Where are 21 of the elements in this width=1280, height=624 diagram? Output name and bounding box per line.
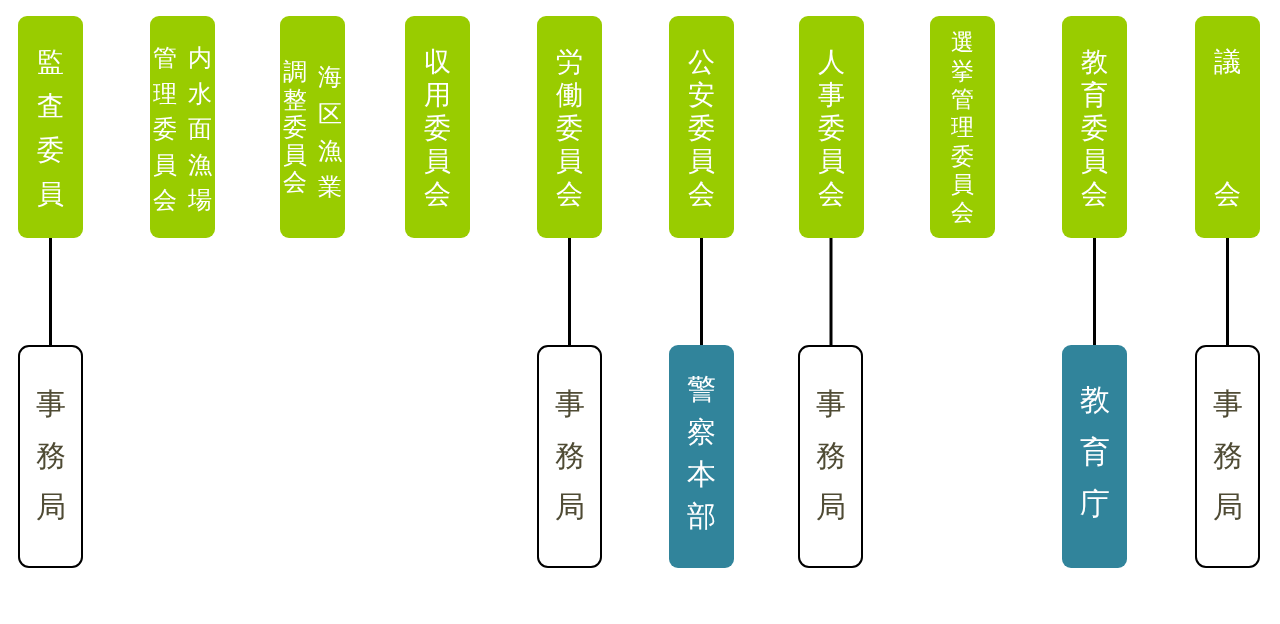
- connector-line: [568, 238, 571, 345]
- connector-line: [1093, 238, 1096, 345]
- committee-box: 公安委員会: [669, 16, 734, 238]
- agency-box: 警察本部: [669, 345, 734, 568]
- committee-box: 選挙管理委員会: [930, 16, 995, 238]
- committee-box: 監査委員: [18, 16, 83, 238]
- connector-line: [1226, 238, 1229, 345]
- connector-line: [700, 238, 703, 345]
- committee-box: 収用委員会: [405, 16, 470, 238]
- office-box: 事務局: [798, 345, 863, 568]
- office-box: 事務局: [18, 345, 83, 568]
- connector-line: [49, 238, 52, 345]
- connector-line: [829, 238, 833, 345]
- office-box: 事務局: [1195, 345, 1260, 568]
- committee-box: 議会: [1195, 16, 1260, 238]
- committee-box: 人事委員会: [799, 16, 864, 238]
- committee-box: 内水面漁場管理委員会: [150, 16, 215, 238]
- agency-box: 教育庁: [1062, 345, 1127, 568]
- office-box: 事務局: [537, 345, 602, 568]
- committee-box: 労働委員会: [537, 16, 602, 238]
- committee-box: 教育委員会: [1062, 16, 1127, 238]
